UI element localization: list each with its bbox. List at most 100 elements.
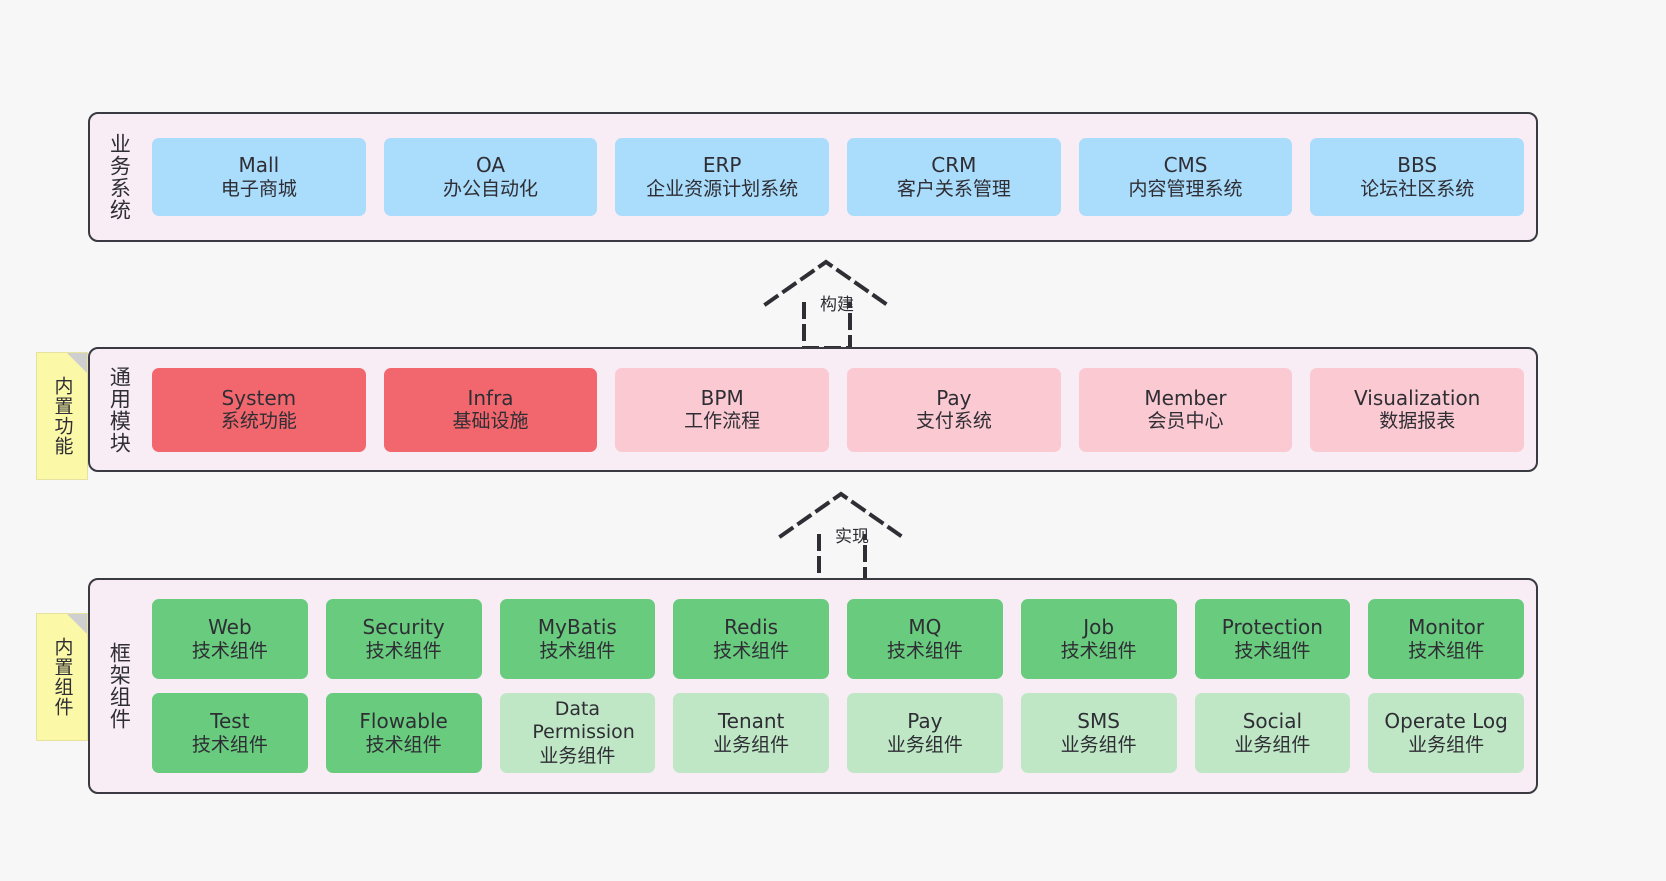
box-title: Tenant (717, 709, 785, 734)
box-crm[interactable]: CRM 客户关系管理 (847, 138, 1061, 216)
box-tenant[interactable]: Tenant 业务组件 (673, 693, 829, 773)
box-title: Security (362, 615, 445, 640)
box-subtitle: 基础设施 (452, 410, 529, 433)
box-title: Pay (907, 709, 943, 734)
box-subtitle: 技术组件 (365, 733, 442, 756)
box-subtitle: 办公自动化 (443, 177, 539, 200)
box-web[interactable]: Web 技术组件 (152, 599, 308, 679)
layer-body-framework-component: Web 技术组件 Security 技术组件 MyBatis 技术组件 Redi… (136, 590, 1524, 782)
box-title: Protection (1221, 615, 1323, 640)
box-subtitle: 企业资源计划系统 (646, 177, 799, 200)
box-row: Test 技术组件 Flowable 技术组件 Data Permission … (152, 693, 1524, 773)
box-row: System 系统功能 Infra 基础设施 BPM 工作流程 Pay 支付系统… (152, 367, 1525, 452)
box-subtitle: 电子商城 (220, 177, 297, 200)
box-operate-log[interactable]: Operate Log 业务组件 (1368, 693, 1524, 773)
box-sms[interactable]: SMS 业务组件 (1020, 693, 1177, 773)
box-subtitle: 业务组件 (713, 733, 790, 756)
box-cms[interactable]: CMS 内容管理系统 (1078, 138, 1293, 216)
note-builtin-component: 内置组件 (36, 613, 88, 741)
box-title: Data Permission (532, 698, 635, 744)
layer-title-business-system: 业务系统 (107, 133, 132, 221)
box-title: Web (208, 615, 252, 640)
box-subtitle: 业务组件 (1234, 733, 1311, 756)
box-mq[interactable]: MQ 技术组件 (847, 599, 1003, 679)
box-title: CRM (931, 153, 977, 178)
layer-framework-component: 框架组件 Web 技术组件 Security 技术组件 MyBatis 技术组件… (88, 578, 1538, 794)
box-test[interactable]: Test 技术组件 (152, 693, 308, 773)
box-member[interactable]: Member 会员中心 (1078, 367, 1293, 452)
box-mall[interactable]: Mall 电子商城 (152, 138, 366, 216)
layer-business-system: 业务系统 Mall 电子商城 OA 办公自动化 ERP 企业资源计划系统 CRM… (88, 112, 1538, 242)
box-bpm[interactable]: BPM 工作流程 (615, 367, 830, 452)
box-flowable[interactable]: Flowable 技术组件 (325, 693, 482, 773)
box-subtitle: 支付系统 (915, 410, 992, 433)
box-security[interactable]: Security 技术组件 (325, 599, 482, 679)
box-social[interactable]: Social 业务组件 (1194, 693, 1351, 773)
box-title: Flowable (359, 709, 448, 734)
layer-common-module: 通用模块 System 系统功能 Infra 基础设施 BPM 工作流程 Pay… (88, 347, 1538, 472)
box-subtitle: 内容管理系统 (1128, 177, 1243, 200)
box-title: MyBatis (537, 615, 617, 640)
connector-label-implement: 实现 (835, 527, 869, 547)
box-subtitle: 会员中心 (1147, 410, 1224, 433)
box-subtitle: 业务组件 (539, 744, 616, 767)
box-subtitle: 工作流程 (684, 410, 761, 433)
box-mybatis[interactable]: MyBatis 技术组件 (499, 599, 656, 679)
box-title: Monitor (1408, 615, 1485, 640)
box-title: Infra (467, 385, 514, 410)
connector-label-build: 构建 (820, 295, 854, 315)
box-subtitle: 业务组件 (1408, 733, 1485, 756)
box-title: System (221, 385, 297, 410)
box-subtitle: 技术组件 (1408, 639, 1485, 662)
generalization-arrow-icon (778, 491, 904, 582)
layer-title-common-module: 通用模块 (107, 365, 132, 454)
box-monitor[interactable]: Monitor 技术组件 (1368, 599, 1524, 679)
box-bbs[interactable]: BBS 论坛社区系统 (1310, 138, 1525, 216)
box-redis[interactable]: Redis 技术组件 (673, 599, 829, 679)
box-subtitle: 业务组件 (1060, 733, 1137, 756)
box-job[interactable]: Job 技术组件 (1020, 599, 1177, 679)
box-data-permission[interactable]: Data Permission 业务组件 (499, 693, 656, 773)
box-subtitle: 技术组件 (191, 733, 268, 756)
layer-body-business-system: Mall 电子商城 OA 办公自动化 ERP 企业资源计划系统 CRM 客户关系… (136, 124, 1525, 230)
box-infra[interactable]: Infra 基础设施 (383, 367, 598, 452)
box-title: Member (1144, 385, 1227, 410)
note-builtin-function: 内置功能 (36, 352, 88, 480)
box-title: Social (1242, 709, 1303, 734)
box-subtitle: 系统功能 (220, 410, 297, 433)
box-title: Visualization (1354, 385, 1481, 410)
box-protection[interactable]: Protection 技术组件 (1194, 599, 1351, 679)
box-title: Job (1083, 615, 1115, 640)
box-visualization[interactable]: Visualization 数据报表 (1310, 367, 1525, 452)
box-subtitle: 技术组件 (191, 639, 268, 662)
box-subtitle: 业务组件 (886, 733, 963, 756)
box-subtitle: 数据报表 (1379, 410, 1456, 433)
generalization-arrow-icon (763, 259, 889, 350)
box-title: SMS (1077, 709, 1120, 734)
box-oa[interactable]: OA 办公自动化 (383, 138, 598, 216)
box-subtitle: 技术组件 (365, 639, 442, 662)
box-subtitle: 技术组件 (1234, 639, 1311, 662)
box-system[interactable]: System 系统功能 (152, 367, 366, 452)
box-row: Web 技术组件 Security 技术组件 MyBatis 技术组件 Redi… (152, 599, 1524, 679)
box-subtitle: 技术组件 (713, 639, 790, 662)
box-subtitle: 技术组件 (1060, 639, 1137, 662)
box-title: Test (210, 709, 250, 734)
connector-implement: 实现 (755, 482, 955, 582)
box-erp[interactable]: ERP 企业资源计划系统 (615, 138, 830, 216)
box-title: Redis (724, 615, 779, 640)
box-title: Mall (238, 153, 280, 178)
box-subtitle: 客户关系管理 (896, 177, 1011, 200)
box-row: Mall 电子商城 OA 办公自动化 ERP 企业资源计划系统 CRM 客户关系… (152, 138, 1525, 216)
box-pay-module[interactable]: Pay 支付系统 (847, 367, 1061, 452)
box-title: BPM (700, 385, 744, 410)
box-subtitle: 技术组件 (886, 639, 963, 662)
box-pay-component[interactable]: Pay 业务组件 (847, 693, 1003, 773)
note-fold-corner-icon (67, 614, 87, 634)
note-label: 内置组件 (51, 637, 74, 717)
layer-title-framework-component: 框架组件 (107, 642, 132, 730)
box-title: ERP (702, 153, 742, 178)
note-fold-corner-icon (67, 353, 87, 373)
layer-body-common-module: System 系统功能 Infra 基础设施 BPM 工作流程 Pay 支付系统… (136, 359, 1525, 460)
